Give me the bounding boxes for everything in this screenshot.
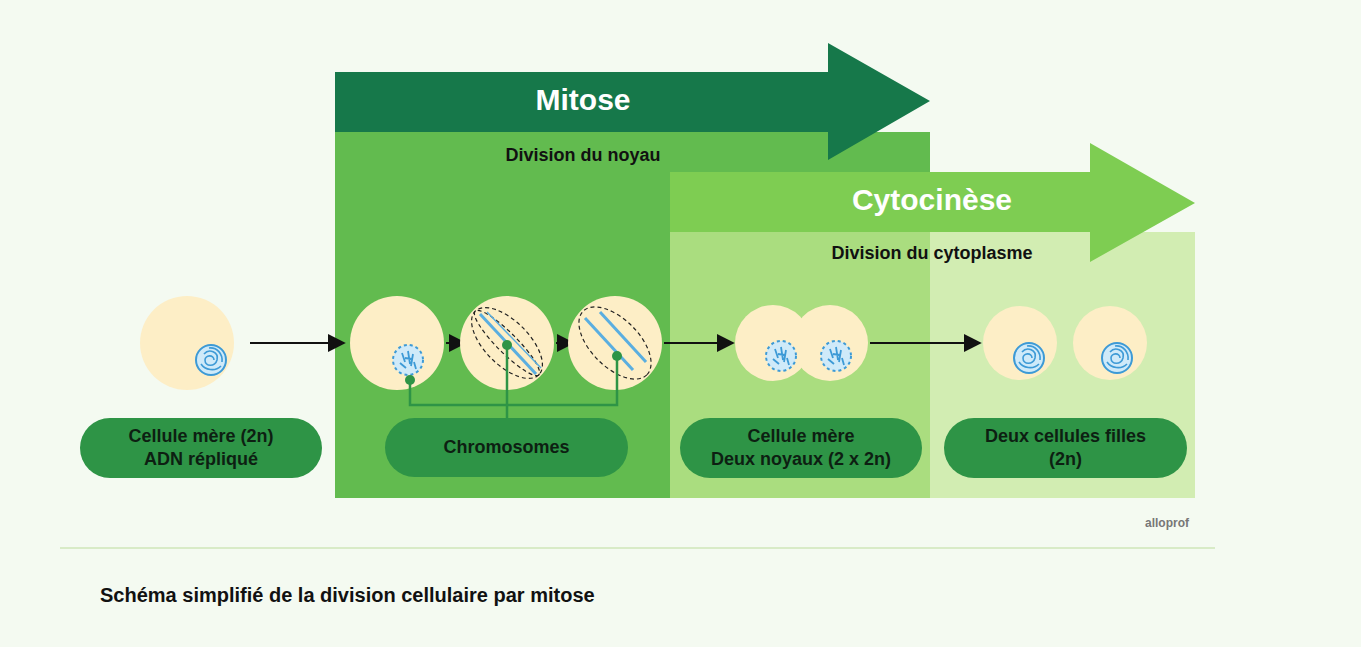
label-text: Deux cellules filles — [985, 425, 1146, 448]
label-text: (2n) — [1049, 448, 1082, 471]
band-subtitle: Division du noyau — [383, 144, 783, 166]
figure-caption: Schéma simplifié de la division cellulai… — [100, 584, 595, 607]
band-title: Cytocinèse — [732, 183, 1132, 217]
stage-label: Cellule mère (2n)ADN répliqué — [80, 418, 322, 478]
watermark: alloprof — [1145, 516, 1189, 530]
label-text: Cellule mère — [747, 425, 854, 448]
stage-label: Cellule mèreDeux noyaux (2 x 2n) — [680, 418, 922, 478]
label-text: Chromosomes — [443, 436, 569, 459]
label-text: Cellule mère (2n) — [128, 425, 273, 448]
label-text: ADN répliqué — [144, 448, 258, 471]
stage-label: Deux cellules filles(2n) — [944, 418, 1187, 478]
stage-label: Chromosomes — [385, 418, 628, 477]
label-text: Deux noyaux (2 x 2n) — [711, 448, 891, 471]
band-title: Mitose — [383, 83, 783, 117]
band-subtitle: Division du cytoplasme — [732, 242, 1132, 264]
